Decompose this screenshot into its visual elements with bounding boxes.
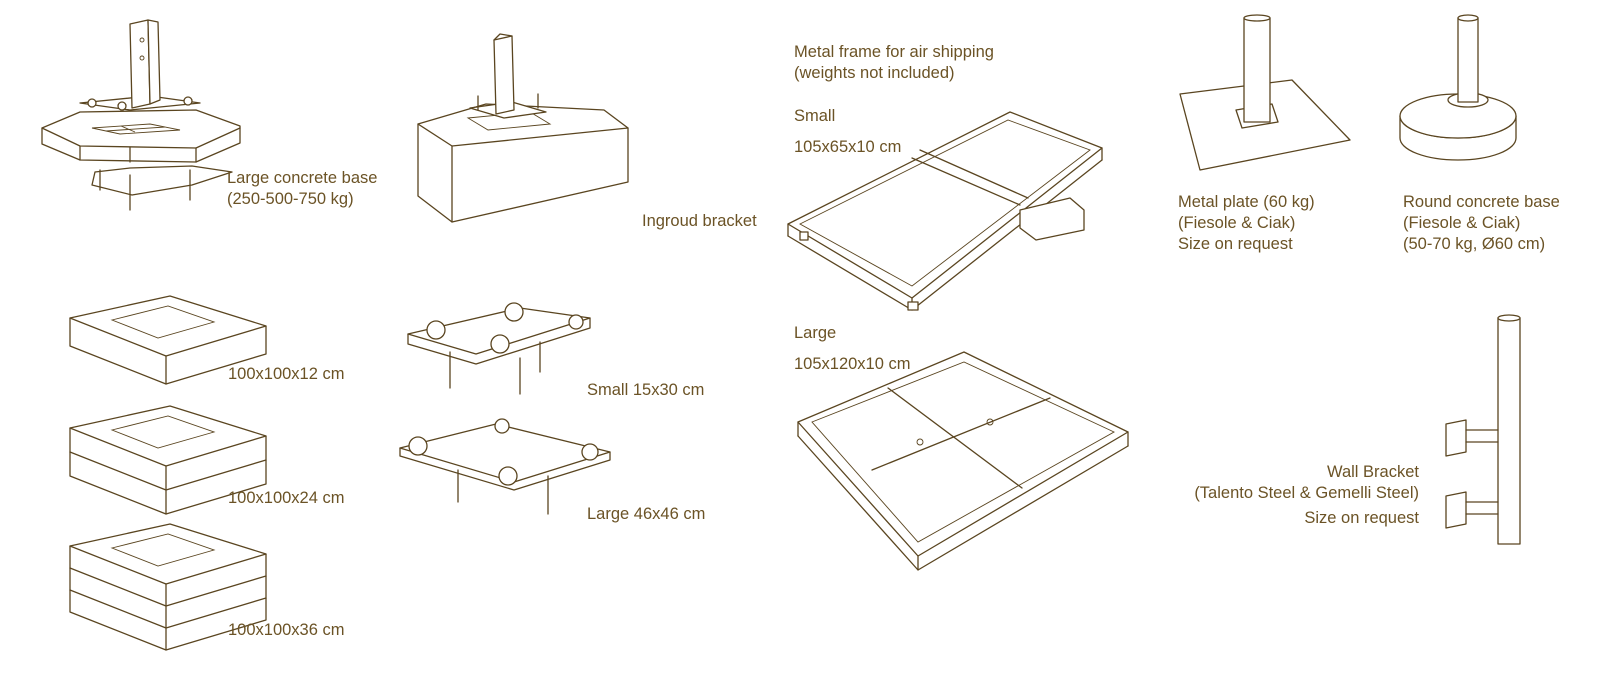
round-base-label: Round concrete base (Fiesole & Ciak) (50… xyxy=(1403,193,1560,253)
frame-large-size: 105x120x10 cm xyxy=(794,355,911,373)
base-24-label: 100x100x24 cm xyxy=(228,489,345,507)
metal-plate-label: Metal plate (60 kg) (Fiesole & Ciak) Siz… xyxy=(1178,193,1315,253)
metal-plate-drawing xyxy=(1179,14,1351,171)
bracket-large-drawing xyxy=(399,418,611,515)
bracket-small-drawing xyxy=(407,302,591,395)
inground-bracket-label: Ingroud bracket xyxy=(642,212,757,230)
concrete-base-24-drawing xyxy=(69,405,267,515)
base-36-label: 100x100x36 cm xyxy=(228,621,345,639)
bracket-small-label: Small 15x30 cm xyxy=(587,381,705,399)
concrete-base-36-drawing xyxy=(69,523,267,651)
large-concrete-base-drawing xyxy=(41,19,241,211)
frame-small-size: 105x65x10 cm xyxy=(794,138,902,156)
round-base-drawing xyxy=(1399,14,1517,161)
inground-bracket-drawing xyxy=(417,33,629,223)
concrete-base-12-drawing xyxy=(69,295,267,385)
bracket-large-label: Large 46x46 cm xyxy=(587,505,706,523)
frame-large-name: Large xyxy=(794,324,837,342)
metal-frame-large-drawing xyxy=(797,351,1129,571)
large-concrete-base-label: Large concrete base (250-500-750 kg) xyxy=(227,169,378,208)
frame-small-name: Small xyxy=(794,107,836,125)
wall-bracket-label: Wall Bracket (Talento Steel & Gemelli St… xyxy=(1194,463,1419,527)
base-12-label: 100x100x12 cm xyxy=(228,365,345,383)
wall-bracket-drawing xyxy=(1445,314,1521,545)
metal-frame-title: Metal frame for air shipping (weights no… xyxy=(794,43,994,82)
metal-frame-small-drawing xyxy=(787,111,1103,311)
